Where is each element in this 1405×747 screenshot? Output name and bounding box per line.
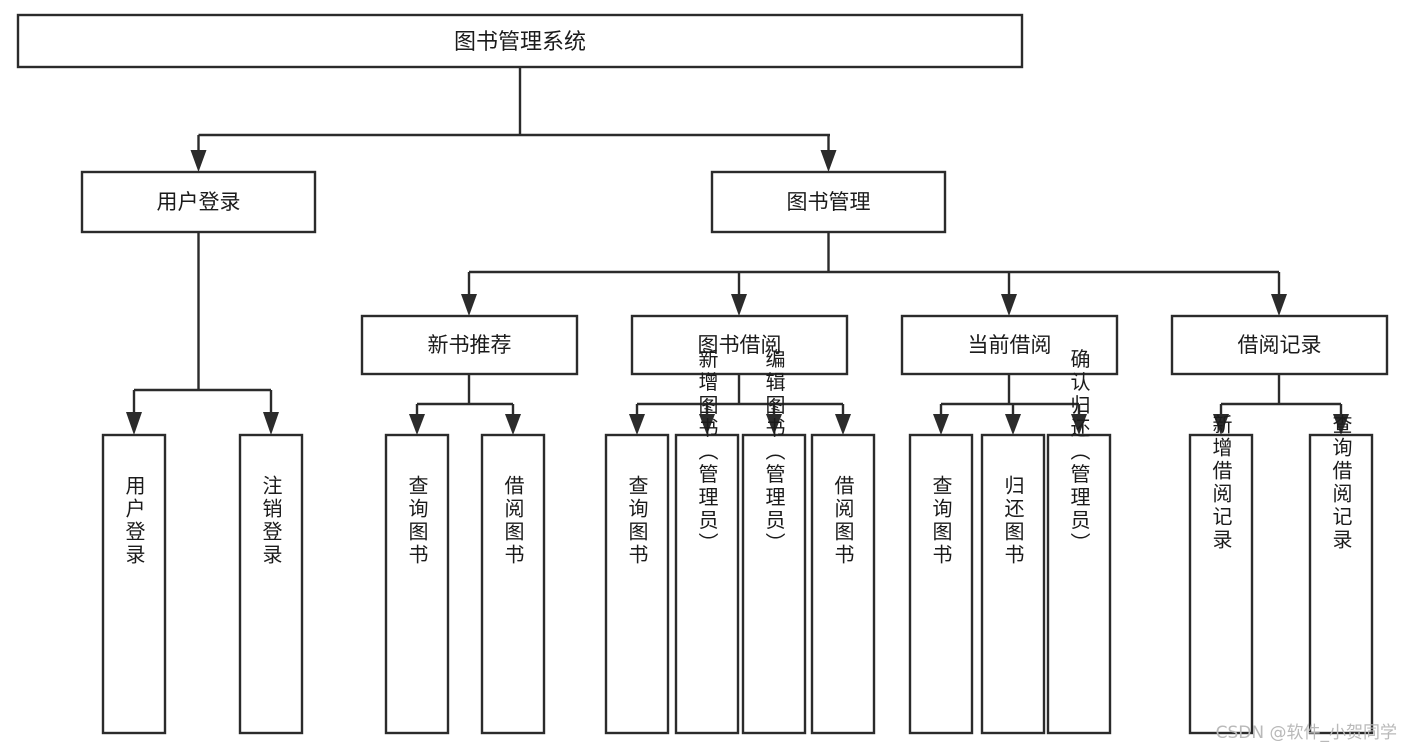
leaf-label: 借阅图书 — [501, 475, 525, 567]
leaf-node[interactable]: 查询借阅记录 — [1308, 414, 1374, 735]
leaf-label: 注销登录 — [259, 475, 283, 567]
leaf-node[interactable]: 查询图书 — [604, 433, 670, 735]
node-borrow-record[interactable]: 借阅记录 — [1170, 314, 1389, 376]
leaf-label: 查询图书 — [405, 475, 429, 567]
leaf-box[interactable] — [810, 433, 876, 735]
leaf-box[interactable] — [604, 433, 670, 735]
leaf-node[interactable]: 用户登录 — [101, 433, 167, 735]
leaf-label: 归还图书 — [1001, 475, 1025, 567]
arrow-head-icon — [933, 414, 949, 435]
node-root[interactable]: 图书管理系统 — [16, 13, 1024, 69]
arrow-head-icon — [190, 150, 207, 172]
leaf-node[interactable]: 新增图书（管理员） — [674, 348, 740, 735]
node-new-book-recommend-label: 新书推荐 — [428, 333, 512, 357]
leaf-box[interactable] — [908, 433, 974, 735]
leaf-box[interactable] — [480, 433, 546, 735]
leaf-box[interactable] — [384, 433, 450, 735]
node-book-management-box[interactable] — [710, 170, 947, 234]
leaf-node[interactable]: 借阅图书 — [480, 433, 546, 735]
leaf-label: 查询图书 — [929, 475, 953, 567]
leaf-node[interactable]: 编辑图书（管理员） — [741, 348, 807, 735]
arrow-head-icon — [766, 414, 782, 435]
leaf-label: 借阅图书 — [831, 475, 855, 567]
arrow-head-icon — [835, 414, 851, 435]
node-current-borrow-label: 当前借阅 — [968, 333, 1052, 357]
leaf-box[interactable] — [1046, 433, 1112, 735]
leaf-box[interactable] — [1308, 433, 1374, 735]
connector-group-user-login — [126, 232, 279, 435]
arrow-head-icon — [1001, 294, 1017, 316]
leaf-box[interactable] — [1188, 433, 1254, 735]
node-new-book-recommend-box[interactable] — [360, 314, 579, 376]
arrow-head-icon — [1213, 414, 1229, 435]
node-book-management[interactable]: 图书管理 — [710, 170, 947, 234]
connector-group-new-book-recommend — [409, 374, 521, 435]
node-root-box[interactable] — [16, 13, 1024, 69]
leaf-node[interactable]: 归还图书 — [980, 433, 1046, 735]
node-book-borrow-box[interactable] — [630, 314, 849, 376]
node-current-borrow[interactable]: 当前借阅 — [900, 314, 1119, 376]
leaf-box[interactable] — [101, 433, 167, 735]
node-user-login-label: 用户登录 — [157, 190, 241, 214]
csdn-watermark: CSDN @软件_小贺同学 — [1215, 723, 1397, 743]
node-borrow-record-box[interactable] — [1170, 314, 1389, 376]
arrow-head-icon — [1333, 414, 1349, 435]
arrow-head-icon — [1071, 414, 1087, 435]
leaf-label: 查询图书 — [625, 475, 649, 567]
arrow-head-icon — [409, 414, 425, 435]
connector-group-current-borrow — [933, 374, 1087, 435]
node-user-login-box[interactable] — [80, 170, 317, 234]
connector-group-borrow-record — [1213, 374, 1349, 435]
arrow-head-icon — [629, 414, 645, 435]
arrow-head-icon — [126, 412, 142, 435]
node-user-login[interactable]: 用户登录 — [80, 170, 317, 234]
leaf-node[interactable]: 借阅图书 — [810, 433, 876, 735]
arrow-head-icon — [731, 294, 747, 316]
node-book-management-label: 图书管理 — [787, 190, 871, 214]
node-new-book-recommend[interactable]: 新书推荐 — [360, 314, 579, 376]
arrow-head-icon — [505, 414, 521, 435]
leaf-label: 编辑图书（管理员） — [762, 348, 786, 555]
leaf-label: 新增图书（管理员） — [695, 348, 719, 555]
leaf-box[interactable] — [741, 433, 807, 735]
arrow-head-icon — [820, 150, 837, 172]
leaf-box[interactable] — [674, 433, 740, 735]
connector-group-book-management — [461, 232, 1287, 316]
node-current-borrow-box[interactable] — [900, 314, 1119, 376]
leaf-node[interactable]: 查询图书 — [384, 433, 450, 735]
arrow-head-icon — [263, 412, 279, 435]
arrow-head-icon — [1271, 294, 1287, 316]
node-book-borrow-label: 图书借阅 — [698, 333, 782, 357]
leaf-label: 新增借阅记录 — [1209, 414, 1233, 552]
leaf-label: 查询借阅记录 — [1329, 414, 1353, 552]
leaf-label: 用户登录 — [122, 475, 146, 567]
node-book-borrow[interactable]: 图书借阅 — [630, 314, 849, 376]
node-borrow-record-label: 借阅记录 — [1238, 333, 1322, 357]
leaf-node[interactable]: 注销登录 — [238, 433, 304, 735]
arrow-head-icon — [461, 294, 477, 316]
leaf-label: 确认归还（管理员） — [1067, 348, 1091, 555]
leaf-box[interactable] — [238, 433, 304, 735]
leaf-node[interactable]: 确认归还（管理员） — [1046, 348, 1112, 735]
arrow-head-icon — [699, 414, 715, 435]
arrow-head-icon — [1005, 414, 1021, 435]
connector-group-root — [190, 67, 837, 172]
node-root-label: 图书管理系统 — [454, 30, 586, 55]
leaf-node[interactable]: 查询图书 — [908, 433, 974, 735]
leaf-node[interactable]: 新增借阅记录 — [1188, 414, 1254, 735]
leaf-box[interactable] — [980, 433, 1046, 735]
connector-group-book-borrow — [629, 374, 851, 435]
